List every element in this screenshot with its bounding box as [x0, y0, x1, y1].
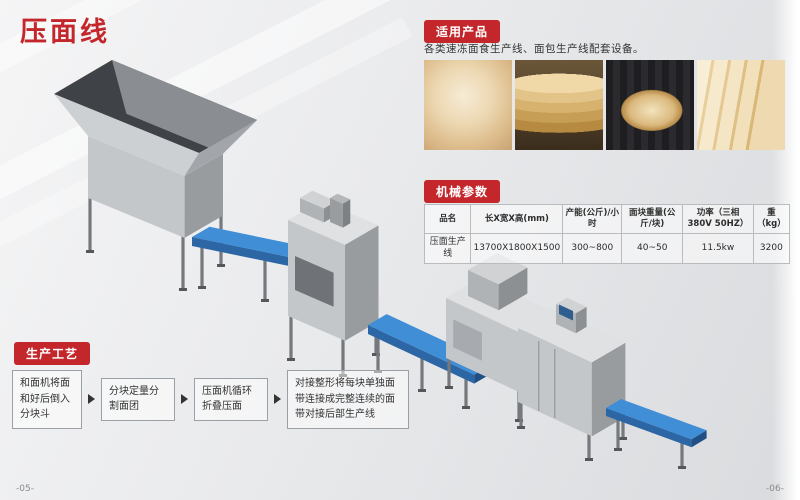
- process-step-4: 对接整形将每块单独面带连接成完整连续的面带对接后部生产线: [287, 370, 409, 429]
- arrow-right-icon: [274, 394, 281, 405]
- arrow-right-icon: [181, 394, 188, 405]
- page-title: 压面线: [20, 17, 110, 48]
- outfeed-conveyor: [606, 399, 707, 469]
- col-header-block-weight: 面块重量(公斤/块): [621, 203, 684, 235]
- col-header-power: 功率（三相380V 50HZ）: [682, 203, 754, 235]
- col-header-size: 长X宽X高(mm): [470, 203, 564, 235]
- applicable-products-description: 各类速冻面食生产线、面包生产线配套设备。: [424, 43, 644, 55]
- table-header-row: 品名 长X宽X高(mm) 产能(公斤)/小时 面块重量(公斤/块) 功率（三相3…: [423, 203, 791, 235]
- product-photo-row: [424, 60, 785, 150]
- production-process-badge: 生产工艺: [14, 342, 91, 365]
- photo-flatbread-stack: [515, 60, 603, 150]
- page-number-right: -06-: [766, 484, 784, 494]
- dough-sheeter: [287, 190, 380, 377]
- cell-capacity: 300~800: [562, 233, 623, 265]
- applicable-products-badge: 适用产品: [424, 20, 501, 43]
- cell-weight: 3200: [752, 233, 791, 265]
- photo-sliced-toast: [697, 60, 785, 150]
- process-flow: 和面机将面和好后倒入分块斗 分块定量分割面团 压面机循环折叠压面 对接整形将每块…: [12, 370, 427, 429]
- dough-hopper-mixer: [54, 60, 257, 291]
- arrow-right-icon: [88, 394, 95, 405]
- table-row: 压面生产线 13700X1800X1500 300~800 40~50 11.5…: [423, 233, 791, 265]
- machine-parameters-badge: 机械参数: [424, 180, 501, 203]
- photo-baked-bread-loaf: [606, 60, 694, 150]
- photo-dough-closeup: [424, 60, 512, 150]
- final-press-unit: [517, 297, 627, 461]
- cell-block-weight: 40~50: [621, 233, 684, 265]
- cell-size: 13700X1800X1500: [470, 233, 564, 265]
- page-number-left: -05-: [16, 484, 34, 494]
- col-header-capacity: 产能(公斤)/小时: [562, 203, 623, 235]
- process-step-1: 和面机将面和好后倒入分块斗: [12, 370, 82, 429]
- col-header-name: 品名: [423, 203, 472, 235]
- cell-power: 11.5kw: [682, 233, 754, 265]
- cell-name: 压面生产线: [423, 233, 472, 265]
- process-step-2: 分块定量分割面团: [101, 377, 175, 421]
- process-step-3: 压面机循环折叠压面: [194, 377, 268, 421]
- col-header-weight: 重（kg）: [752, 203, 791, 235]
- parameters-table: 品名 长X宽X高(mm) 产能(公斤)/小时 面块重量(公斤/块) 功率（三相3…: [423, 203, 791, 265]
